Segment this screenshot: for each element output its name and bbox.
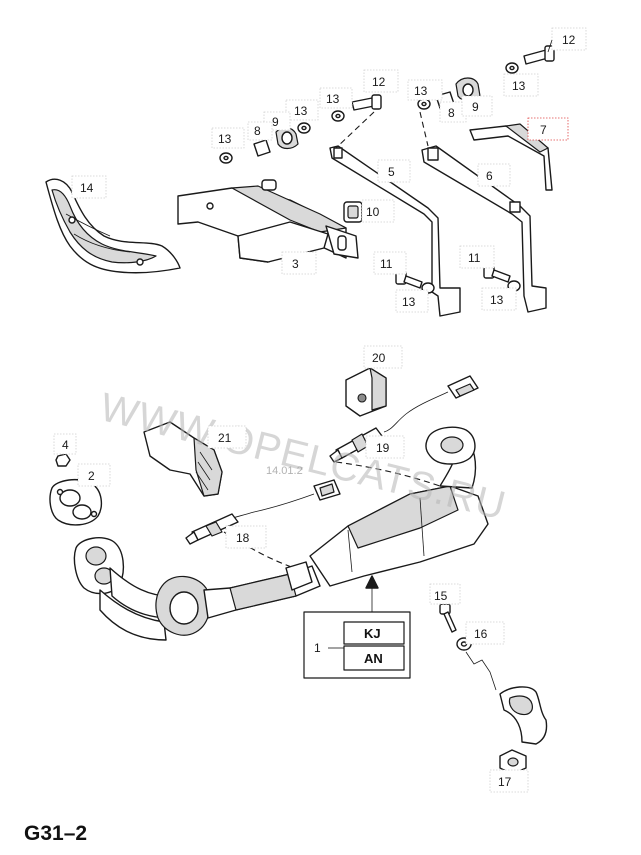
callout-6: 6 bbox=[486, 169, 493, 183]
catalytic-converter-assembly bbox=[73, 426, 489, 641]
callout-13-upper-mid: 13 bbox=[414, 84, 428, 98]
small-bracket bbox=[469, 123, 553, 191]
callout-19: 19 bbox=[376, 441, 390, 455]
callout-14: 14 bbox=[80, 181, 94, 195]
callout-9-left: 9 bbox=[272, 115, 279, 129]
sensor-bracket bbox=[345, 367, 387, 417]
variant-indicator bbox=[303, 575, 411, 679]
callout-13-top-right: 13 bbox=[512, 79, 526, 93]
page-title: G31–2 bbox=[24, 822, 87, 845]
callout-10: 10 bbox=[366, 205, 380, 219]
oxygen-sensor-19 bbox=[329, 427, 383, 463]
callout-5: 5 bbox=[388, 165, 395, 179]
callout-8-right: 8 bbox=[448, 106, 455, 120]
oxygen-sensor-18 bbox=[185, 513, 239, 545]
callout-16: 16 bbox=[474, 627, 488, 641]
callout-13-left: 13 bbox=[218, 132, 232, 146]
variant-kj: KJ bbox=[364, 626, 381, 641]
callout-12-mid: 12 bbox=[372, 75, 386, 89]
callout-7: 7 bbox=[540, 123, 547, 137]
heat-shield bbox=[45, 178, 181, 274]
callout-9-right: 9 bbox=[472, 100, 479, 114]
callout-17: 17 bbox=[498, 775, 512, 789]
washer-set-upper bbox=[219, 62, 519, 164]
support-strap-left bbox=[329, 145, 461, 317]
sensor-connector-lower bbox=[225, 479, 341, 521]
heat-shield-small bbox=[143, 421, 223, 497]
callout-21: 21 bbox=[218, 431, 232, 445]
support-strap-right bbox=[421, 145, 547, 313]
callout-11-left: 11 bbox=[380, 257, 393, 271]
nut-17 bbox=[499, 749, 527, 775]
callout-18: 18 bbox=[236, 531, 250, 545]
callout-11-right: 11 bbox=[468, 251, 481, 265]
variant-an: AN bbox=[364, 651, 383, 666]
callout-13-mid-left: 13 bbox=[294, 104, 308, 118]
tailpipe-flange bbox=[499, 686, 548, 745]
bolt-lower-right bbox=[483, 265, 521, 292]
callout-3: 3 bbox=[292, 257, 299, 271]
callout-4: 4 bbox=[62, 438, 69, 452]
callout-8-left: 8 bbox=[254, 124, 261, 138]
callout-13-upper: 13 bbox=[326, 92, 340, 106]
date-stamp: 14.01.2 bbox=[266, 465, 303, 477]
mounting-bracket bbox=[177, 179, 359, 263]
callout-15: 15 bbox=[434, 589, 448, 603]
gasket bbox=[49, 478, 103, 526]
callout-13-lower-right: 13 bbox=[490, 293, 504, 307]
bolt-upper-left bbox=[351, 94, 382, 111]
retaining-clip bbox=[343, 201, 363, 223]
callout-1: 1 bbox=[314, 641, 321, 655]
callout-12-top: 12 bbox=[562, 33, 576, 47]
callout-20: 20 bbox=[372, 351, 386, 365]
bolt-15 bbox=[439, 603, 457, 633]
callout-2: 2 bbox=[88, 469, 95, 483]
sensor-connector-upper bbox=[383, 375, 479, 433]
nut-4 bbox=[55, 453, 71, 467]
rubber-mounts bbox=[275, 77, 481, 150]
callout-13-lower-left: 13 bbox=[402, 295, 416, 309]
